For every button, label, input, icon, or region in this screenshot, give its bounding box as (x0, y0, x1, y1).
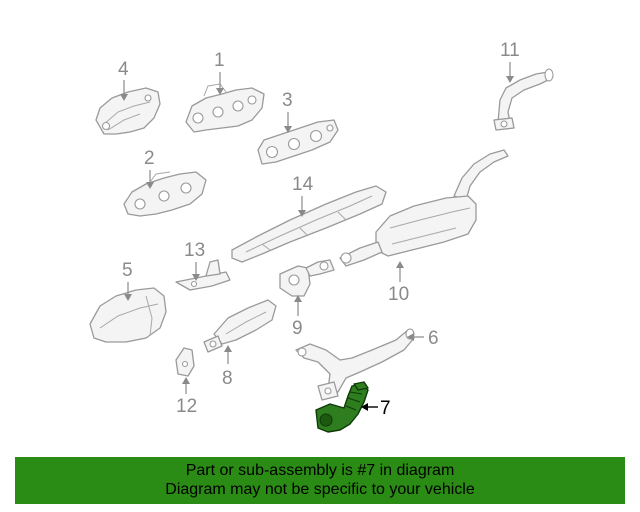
callout-1: 1 (214, 50, 225, 95)
callout-7: 7 (361, 398, 391, 419)
part-7-highlighted-pipe[interactable] (315, 381, 369, 433)
callout-7-label: 7 (380, 398, 391, 419)
part-8-catalytic-converter[interactable] (203, 299, 277, 353)
part-5-heat-shield[interactable] (89, 287, 167, 343)
callout-10-label: 10 (388, 284, 409, 305)
part-10-muffler-assembly[interactable] (339, 149, 509, 267)
callout-2: 2 (144, 148, 155, 189)
part-11-tailpipe[interactable] (493, 68, 554, 131)
callout-1-label: 1 (214, 50, 225, 71)
callout-3: 3 (282, 90, 293, 133)
banner-line-2: Diagram may not be specific to your vehi… (165, 481, 475, 498)
part-1-exhaust-manifold[interactable] (185, 83, 265, 133)
callout-12: 12 (176, 377, 197, 417)
callout-14-label: 14 (292, 174, 314, 195)
callout-4: 4 (118, 59, 129, 101)
callout-13: 13 (184, 240, 205, 281)
callout-4-label: 4 (118, 59, 129, 80)
callout-5-label: 5 (122, 260, 133, 281)
callout-10: 10 (388, 261, 409, 305)
part-13-bracket[interactable] (175, 259, 231, 291)
info-banner: Part or sub-assembly is #7 in diagram Di… (15, 457, 625, 504)
callout-11: 11 (500, 40, 520, 83)
callout-6-label: 6 (428, 328, 439, 349)
callout-8: 8 (222, 345, 233, 389)
part-3-manifold-gasket[interactable] (257, 119, 339, 165)
part-4-heat-shield[interactable] (95, 87, 161, 135)
callout-2-label: 2 (144, 148, 155, 169)
callout-9-label: 9 (292, 318, 303, 339)
part-9-front-pipe[interactable] (279, 259, 335, 297)
callout-14: 14 (292, 174, 314, 217)
callout-12-label: 12 (176, 396, 197, 417)
banner-line-1: Part or sub-assembly is #7 in diagram (185, 462, 455, 479)
exhaust-parts-diagram: 4 1 3 2 (89, 40, 554, 433)
part-14-heat-shield[interactable] (231, 185, 387, 263)
callout-6: 6 (407, 328, 439, 349)
callout-9: 9 (292, 295, 303, 339)
callout-3-label: 3 (282, 90, 293, 111)
part-12-bracket[interactable] (175, 347, 195, 377)
callout-13-label: 13 (184, 240, 205, 261)
callout-5: 5 (122, 260, 133, 301)
part-2-exhaust-manifold[interactable] (123, 171, 207, 217)
callout-11-label: 11 (500, 40, 520, 61)
callout-8-label: 8 (222, 368, 233, 389)
